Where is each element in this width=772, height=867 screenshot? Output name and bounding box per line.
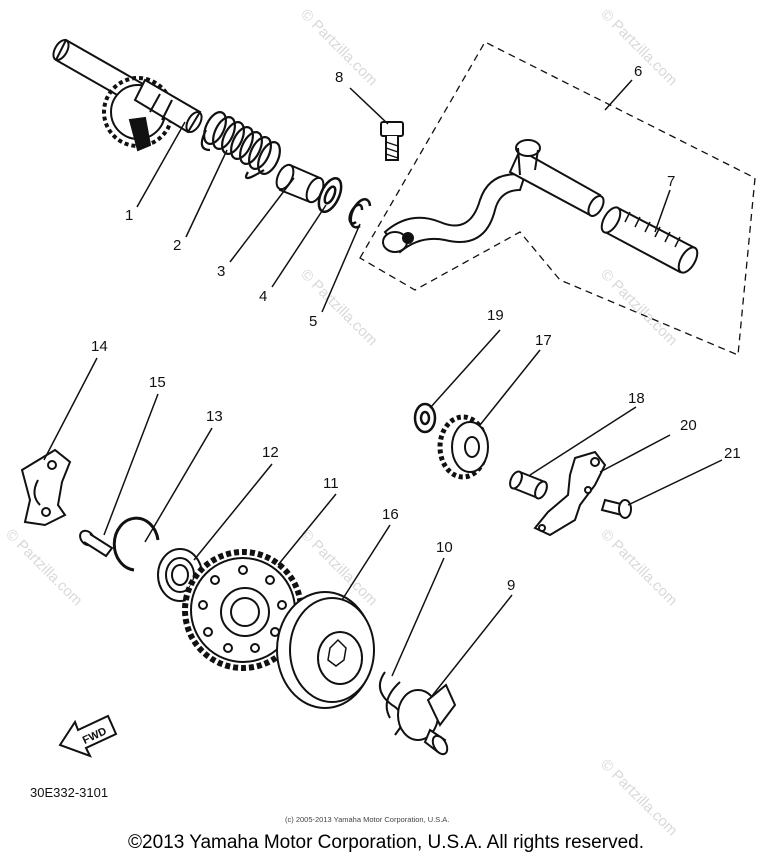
- part-9-ratchet: [397, 683, 457, 756]
- part-1-kick-shaft: [52, 38, 203, 152]
- part-17-idler-gear: [437, 414, 489, 480]
- part-label-6: 6: [634, 63, 642, 80]
- part-8-bolt: [380, 121, 404, 161]
- part-2-spring: [200, 111, 281, 180]
- watermark: © Partzilla.com: [597, 526, 680, 609]
- part-13-circlip: [112, 516, 160, 572]
- part-label-18: 18: [628, 390, 645, 407]
- part-label-5: 5: [309, 313, 317, 330]
- part-10-spring-clip: [378, 671, 403, 736]
- part-label-2: 2: [173, 237, 181, 254]
- fwd-arrow-icon: [58, 714, 118, 758]
- part-labels: 1 2 3 4 5 6 7 8 9 10 11 12 13 14 15 16 1…: [91, 63, 741, 594]
- part-label-16: 16: [382, 506, 399, 523]
- part-6-kick-crank-assembly: [359, 41, 756, 356]
- part-label-9: 9: [507, 577, 515, 594]
- part-16-clip: [276, 591, 375, 709]
- part-19-washer: [413, 402, 437, 434]
- fwd-arrow: FWD: [58, 714, 118, 758]
- part-15-screw: [79, 529, 114, 558]
- part-label-19: 19: [487, 307, 504, 324]
- part-label-14: 14: [91, 338, 108, 355]
- part-11-gear: [182, 549, 304, 671]
- copyright-footer: ©2013 Yamaha Motor Corporation, U.S.A. A…: [128, 832, 644, 853]
- part-label-15: 15: [149, 374, 166, 391]
- kick-crank-arm: [382, 139, 605, 254]
- part-label-12: 12: [262, 444, 279, 461]
- part-label-7: 7: [667, 173, 675, 190]
- part-20-stopper-plate: [533, 450, 607, 537]
- watermark: © Partzilla.com: [597, 756, 680, 839]
- watermarks: © Partzilla.com © Partzilla.com © Partzi…: [2, 6, 680, 839]
- part-21-screw: [600, 498, 632, 519]
- part-14-plate: [20, 448, 72, 527]
- part-label-11: 11: [323, 475, 339, 492]
- part-18-shaft: [509, 470, 548, 500]
- part-label-20: 20: [680, 417, 697, 434]
- part-7-kick-rubber: [600, 206, 699, 274]
- part-label-8: 8: [335, 69, 343, 86]
- part-label-21: 21: [724, 445, 741, 462]
- part-label-4: 4: [259, 288, 267, 305]
- part-label-13: 13: [206, 408, 223, 425]
- part-5-circlip: [348, 198, 372, 229]
- gear-holes: [198, 565, 287, 653]
- part-label-3: 3: [217, 263, 225, 280]
- part-label-1: 1: [125, 207, 133, 224]
- diagram-code: 30E332-3101: [30, 785, 108, 800]
- part-label-17: 17: [535, 332, 552, 349]
- watermark: © Partzilla.com: [597, 266, 680, 349]
- small-copyright: (c) 2005-2013 Yamaha Motor Corporation, …: [285, 815, 449, 824]
- part-label-10: 10: [436, 539, 453, 556]
- watermark: © Partzilla.com: [297, 266, 380, 349]
- watermark: © Partzilla.com: [2, 526, 85, 609]
- leader-lines: [43, 79, 723, 697]
